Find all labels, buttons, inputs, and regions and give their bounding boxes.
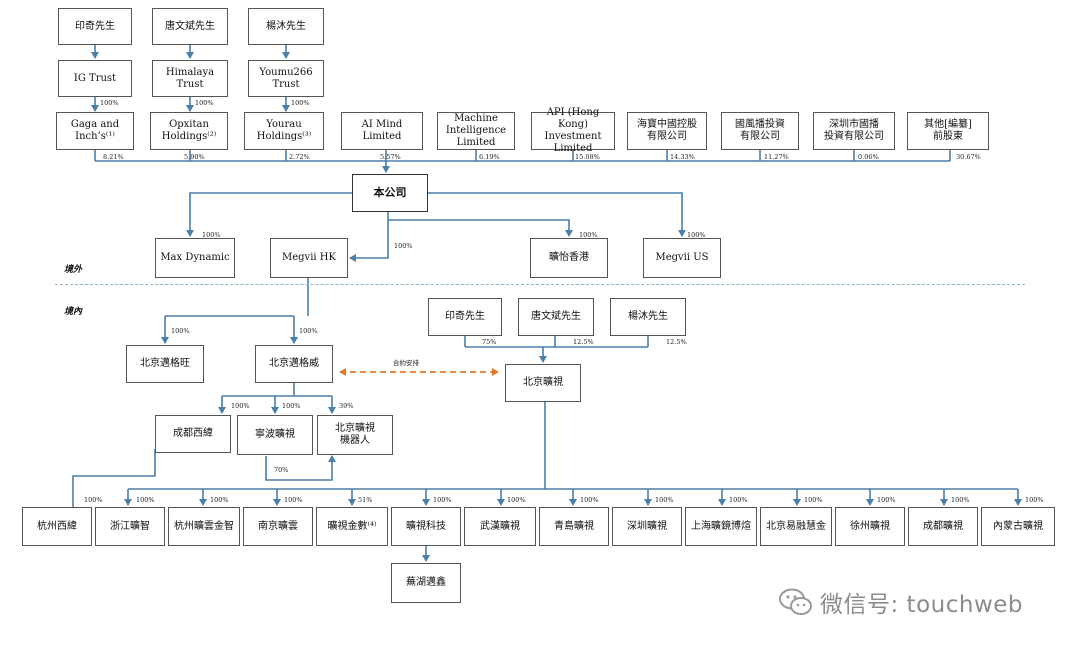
bottom-pct: 100% [580,496,599,504]
vie-holder-yin-qi: 印奇先生 [428,298,502,336]
trust-box-himalaya: Himalaya Trust [152,60,228,97]
bottom-sub-box: 曠視金數⁽⁴⁾ [316,507,388,546]
sub-beijing-megvii-robot: 北京曠視 機器人 [317,415,393,455]
trust-box-ig: IG Trust [58,60,132,97]
offshore-sub-megvii-us: Megvii US [643,238,721,278]
offshore-sub-max-dynamic: Max Dynamic [155,238,235,278]
shareholder-pct: 30.67% [956,153,981,161]
bottom-pct: 100% [804,496,823,504]
onshore-label: 境內 [64,307,83,317]
shareholder-box: Gaga and Inch’s⁽¹⁾ [56,112,134,150]
wechat-watermark: 微信号: touchweb [778,584,1058,620]
contract-arrangement-label: 合約安排 [393,359,419,367]
bottom-pct: 100% [136,496,155,504]
second-tier-pct: 100% [231,402,250,410]
bottom-sub-box: 杭州曠雲金智 [168,507,240,546]
trust-box-youmu266: Youmu266 Trust [248,60,324,97]
offshore-pct: 100% [687,231,706,239]
shareholder-box: 國風播投資 有限公司 [721,112,799,150]
bottom-sub-box: 內蒙古曠視 [981,507,1055,546]
bottom-pct: 100% [433,496,452,504]
bottom-pct: 100% [210,496,229,504]
watermark-text: 微信号: touchweb [820,592,1024,618]
wfoe-pct: 100% [299,327,318,335]
shareholder-box: 深圳市國播 投資有限公司 [813,112,895,150]
vie-holder-pct: 12.5% [666,338,687,346]
bottom-pct: 100% [1025,496,1044,504]
shareholder-box: 其他[編纂] 前股東 [907,112,989,150]
bottom-sub-box: 南京曠雲 [243,507,313,546]
bottom-pct: 100% [951,496,970,504]
offshore-label: 境外 [64,265,83,275]
founder-box-yin-qi: 印奇先生 [58,8,132,45]
shareholder-pct: 11.27% [764,153,789,161]
shareholder-box: Machine Intelligence Limited [437,112,515,150]
shareholder-box: Opxitan Holdings⁽²⁾ [150,112,228,150]
offshore-pct: 100% [202,231,221,239]
shareholder-box: 海寶中國控股 有限公司 [627,112,707,150]
bottom-sub-box: 浙江曠智 [95,507,165,546]
vie-beijing-megvii: 北京曠視 [505,364,581,402]
bottom-sub-box: 北京易融慧金 [760,507,832,546]
shareholder-box: AI Mind Limited [341,112,423,150]
vie-holder-tang-wenbin: 唐文斌先生 [518,298,594,336]
bottom-sub-box: 徐州曠視 [835,507,905,546]
bottom-pct: 100% [507,496,526,504]
wechat-icon [779,588,812,615]
founder-box-tang-wenbin: 唐文斌先生 [152,8,228,45]
wfoe-beijing-maigewang: 北京邁格旺 [126,345,204,383]
shareholder-pct: 15.08% [575,153,600,161]
bottom-sub-box: 成都曠視 [908,507,978,546]
trust-pct-ig: 100% [100,99,119,107]
wfoe-beijing-maigewei: 北京邁格威 [255,345,333,383]
trust-pct-youmu266: 100% [291,99,310,107]
bottom-sub-box: 曠視科技 [391,507,461,546]
wfoe-pct: 100% [171,327,190,335]
bottom-sub-box: 武漢曠視 [464,507,536,546]
vie-holder-pct: 12.5% [573,338,594,346]
offshore-sub-kuangyi-hk: 曠怡香港 [530,238,608,278]
bottom-pct: 100% [729,496,748,504]
shareholder-pct: 0.06% [858,153,879,161]
vie-holder-yang-mu: 楊沐先生 [610,298,686,336]
sub-wuhu-maixin: 蕪湖邁鑫 [391,563,461,603]
bottom-pct: 100% [655,496,674,504]
shareholder-pct: 5.57% [380,153,401,161]
bottom-sub-box: 杭州西緯 [22,507,92,546]
shareholder-pct: 5.90% [184,153,205,161]
vie-holder-pct: 75% [482,338,497,346]
shareholder-pct: 14.33% [670,153,695,161]
shareholder-pct: 2.72% [289,153,310,161]
bottom-pct: 51% [358,496,373,504]
second-tier-pct: 39% [339,402,354,410]
offshore-pct: 100% [394,242,413,250]
shareholder-pct: 8.21% [103,153,124,161]
sub-ningbo-megvii: 寧波曠視 [237,415,313,455]
company-box: 本公司 [352,174,428,212]
bottom-sub-box: 深圳曠視 [612,507,682,546]
shareholder-box: Yourau Holdings⁽³⁾ [244,112,324,150]
shareholder-box: API (Hong Kong) Investment Limited [531,107,615,154]
bottom-sub-box: 上海曠鏡博煊 [685,507,757,546]
offshore-sub-megvii-hk: Megvii HK [270,238,348,278]
bottom-sub-box: 青島曠視 [539,507,609,546]
founder-box-yang-mu: 楊沐先生 [248,8,324,45]
offshore-pct: 100% [579,231,598,239]
offshore-onshore-divider [55,284,1025,285]
shareholder-pct: 6.19% [479,153,500,161]
bottom-pct: 100% [284,496,303,504]
second-tier-pct: 100% [282,402,301,410]
bottom-pct: 100% [877,496,896,504]
robot-pct: 70% [274,466,289,474]
sub-chengdu-xiwei: 成都西緯 [155,415,231,453]
bottom-pct: 100% [84,496,103,504]
trust-pct-himalaya: 100% [195,99,214,107]
